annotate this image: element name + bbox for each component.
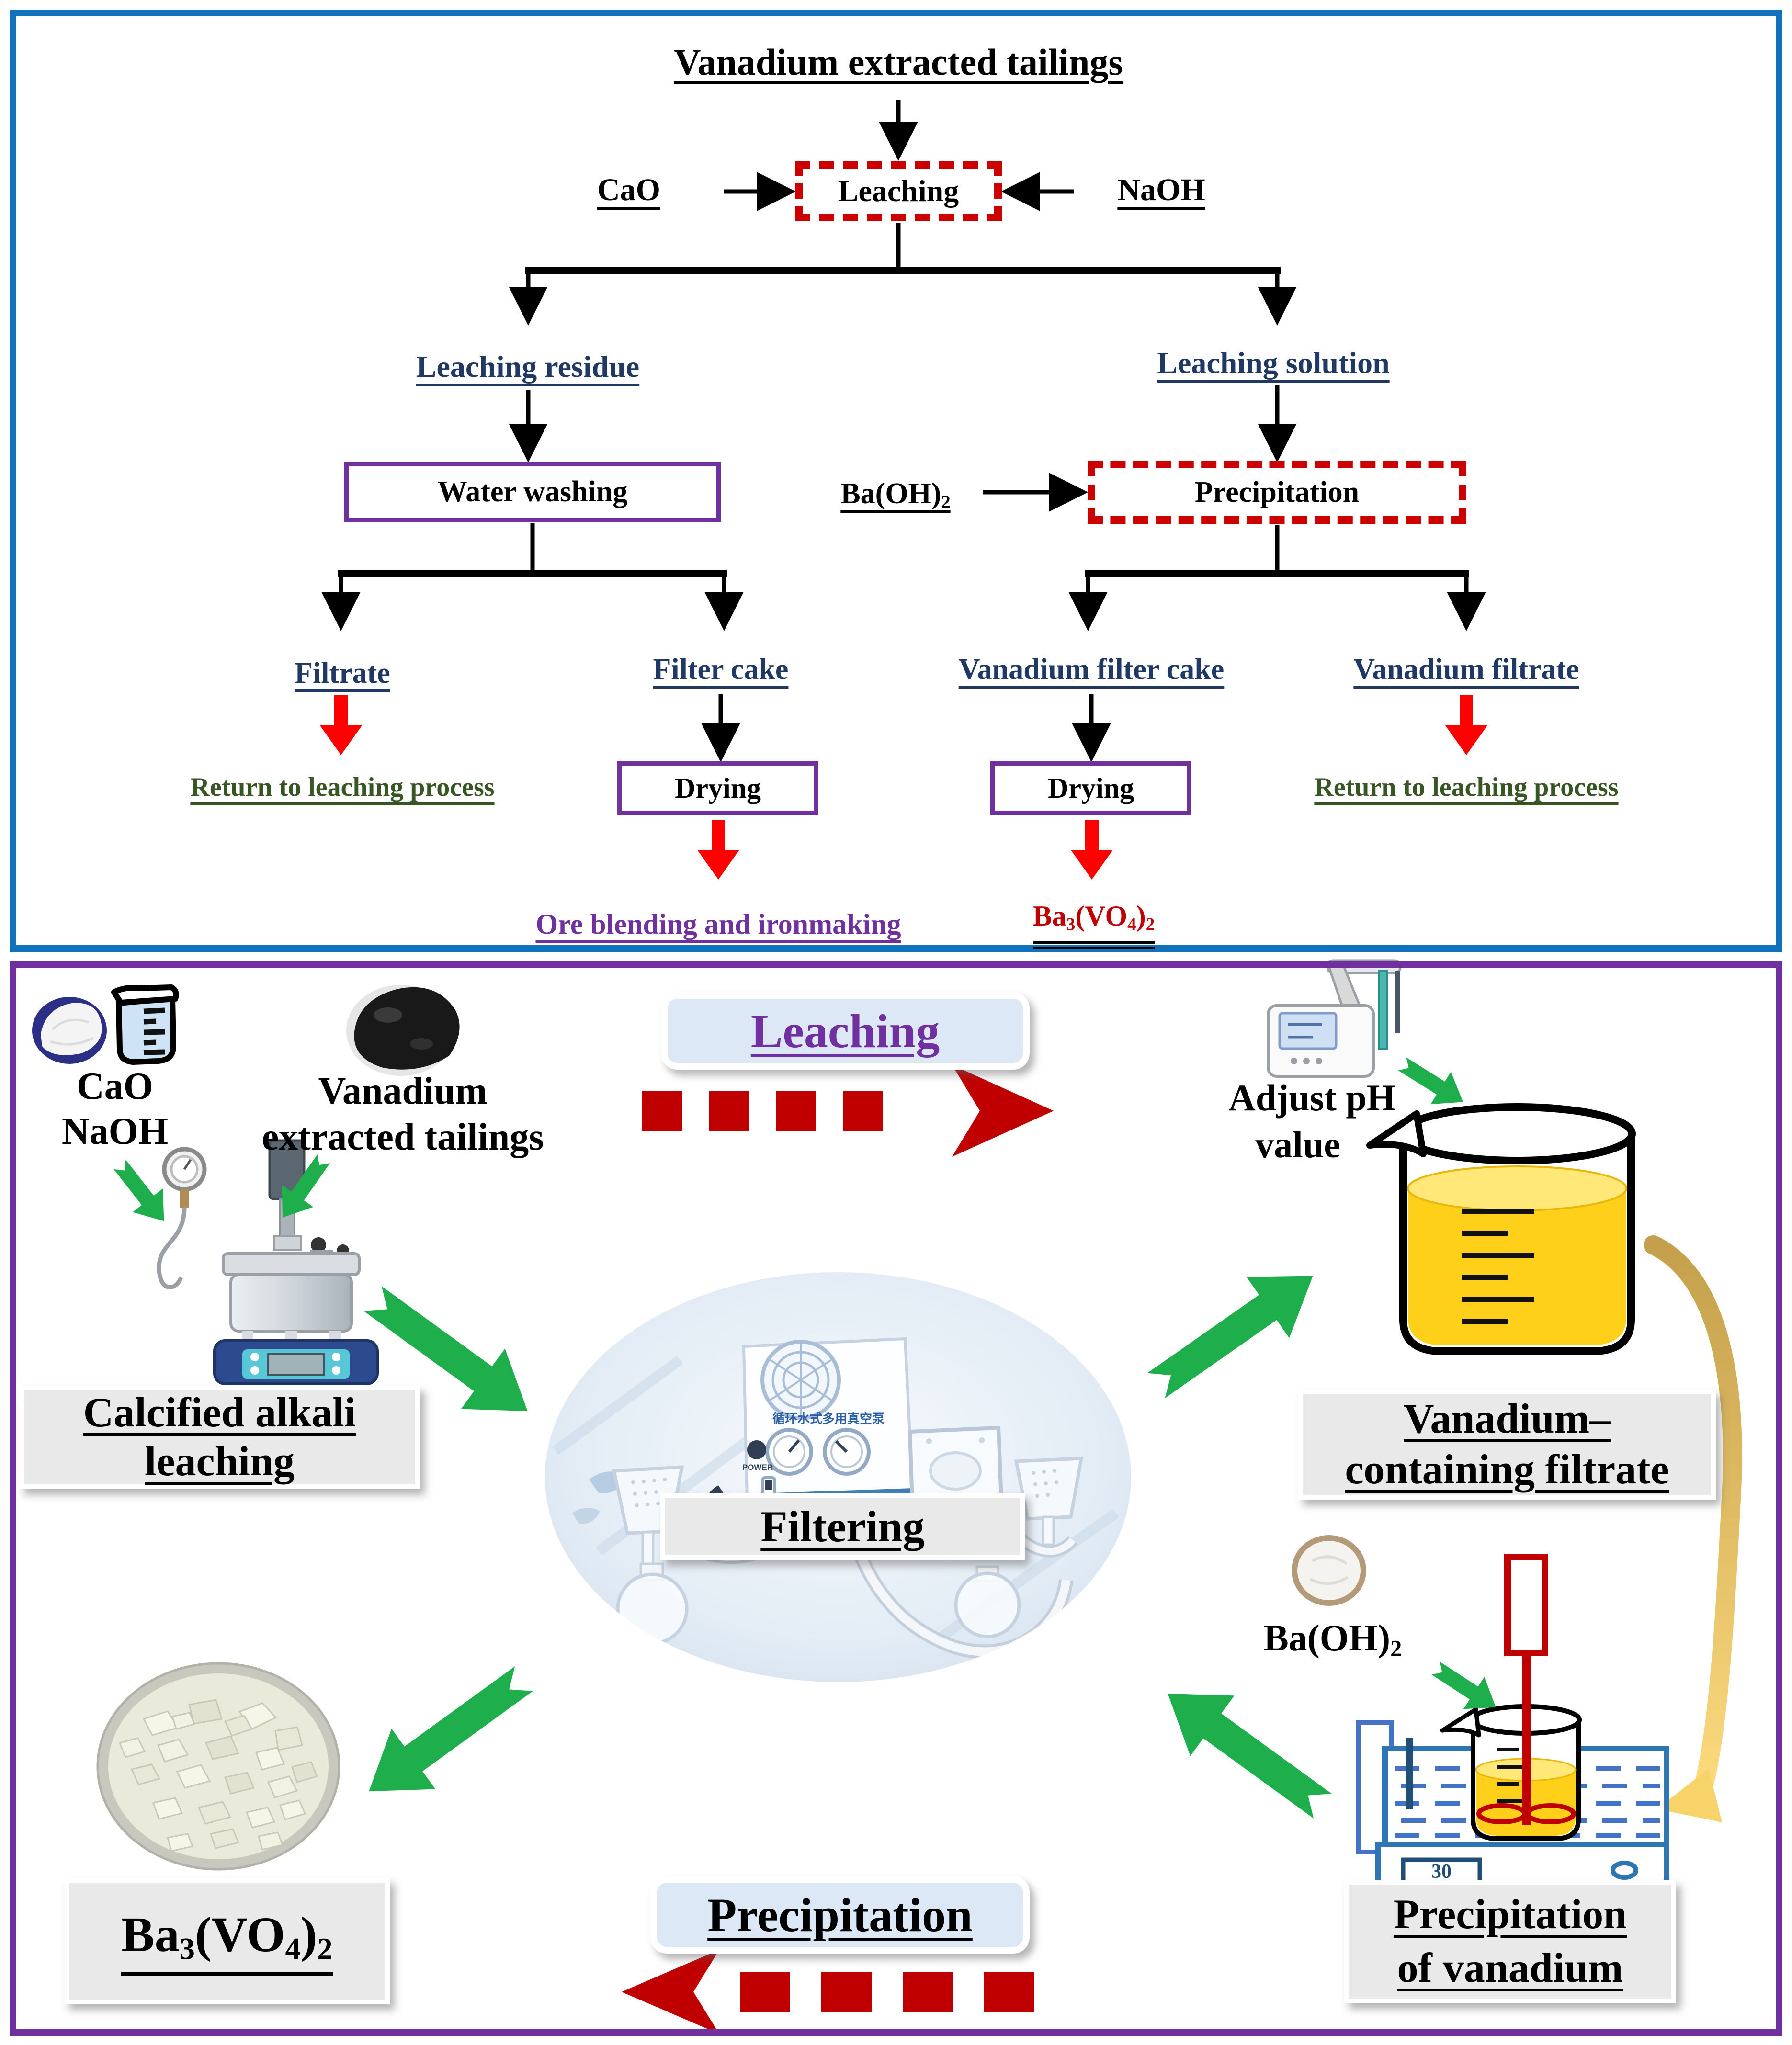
- naoh-input-label: NaOH: [61, 1110, 169, 1152]
- autoclave-icon: [157, 1139, 379, 1385]
- pump-model-text: 循环水式多用真空泵: [772, 1412, 885, 1426]
- return-to-leaching-left: Return to leaching process: [190, 772, 495, 802]
- drying-node-left: Drying: [617, 761, 818, 815]
- precipitation-stage-header: Precipitation: [650, 1876, 1030, 1954]
- product-formula-top: Ba3(VO4)2: [984, 898, 1204, 951]
- calcified-alkali-leaching-label: Calcified alkali leaching: [19, 1386, 420, 1489]
- pump-power-text: POWER: [742, 1463, 773, 1472]
- page-title: Vanadium extracted tailings: [674, 41, 1123, 83]
- leaching-solution-label: Leaching solution: [1157, 346, 1390, 380]
- cao-powder-icon: [32, 997, 107, 1064]
- vanadium-filtrate-label: Vanadium filtrate: [1353, 653, 1579, 686]
- ore-blending-label: Ore blending and ironmaking: [535, 908, 901, 940]
- tailings-powder-icon: [346, 985, 460, 1076]
- water-washing-node: Water washing: [344, 462, 721, 522]
- vacuum-pump-icon: [545, 1272, 1131, 1682]
- filtering-label: Filtering: [660, 1493, 1025, 1560]
- naoh-label: NaOH: [1117, 172, 1205, 207]
- adjust-ph-label-line1: Adjust pH: [1228, 1077, 1396, 1119]
- return-to-leaching-right: Return to leaching process: [1314, 772, 1619, 802]
- baoh2-reagent-label: Ba(OH)2: [840, 477, 951, 512]
- cao-input-label: CaO: [77, 1065, 153, 1107]
- tailings-label-line2: extracted tailings: [261, 1116, 544, 1158]
- drying-node-right: Drying: [990, 761, 1191, 815]
- baoh2-dish-icon: [1292, 1535, 1366, 1606]
- flowchart-panel: [10, 10, 1782, 952]
- flowchart-connectors: [321, 100, 1486, 762]
- filtrate-label: Filtrate: [295, 656, 390, 689]
- leaching-node: Leaching: [795, 161, 1002, 221]
- adjust-ph-label-line2: value: [1255, 1124, 1340, 1165]
- leaching-stage-header: Leaching: [661, 992, 1030, 1070]
- pictorial-panel: [10, 961, 1782, 2036]
- leaching-residue-label: Leaching residue: [416, 350, 640, 384]
- red-dashed-arrow-right: [642, 1065, 1054, 1157]
- precipitation-node: Precipitation: [1088, 461, 1466, 524]
- vanadium-containing-filtrate-label: Vanadium– containing filtrate: [1298, 1390, 1716, 1500]
- tailings-label-line1: Vanadium: [318, 1070, 488, 1112]
- filter-cake-label: Filter cake: [653, 653, 789, 686]
- red-dashed-arrow-left: [622, 1950, 1034, 2034]
- cao-label: CaO: [597, 172, 660, 207]
- naoh-beaker-icon: [111, 984, 179, 1065]
- water-bath-display: 30: [1431, 1861, 1452, 1883]
- precipitation-of-vanadium-label: Precipitation of vanadium: [1344, 1880, 1676, 2003]
- beaker-yellow-icon: [1366, 1103, 1636, 1355]
- gold-curved-arrow-icon: [1644, 1235, 1742, 1822]
- product-dish-icon: [96, 1662, 340, 1871]
- vanadium-filter-cake-label: Vanadium filter cake: [958, 653, 1225, 686]
- product-formula-label: Ba3(VO4)2: [64, 1878, 390, 2004]
- baoh2-input-label: Ba(OH)2: [1263, 1617, 1402, 1662]
